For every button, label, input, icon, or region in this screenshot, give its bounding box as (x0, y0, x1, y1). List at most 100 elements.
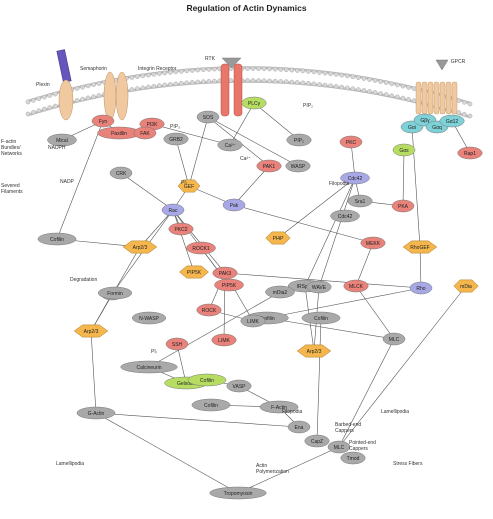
gpcr-helix (433, 81, 440, 115)
node-cofilin[interactable]: Cofilin (37, 232, 77, 246)
membrane-lipid-head (462, 99, 467, 105)
node-mlc[interactable]: MLC (327, 440, 351, 454)
node-sos[interactable]: SOS (196, 110, 220, 124)
node-arp2-3[interactable]: Arp2/3 (296, 344, 332, 358)
node-label: Tropomyosin (224, 491, 253, 497)
node-label: MLC (334, 445, 345, 451)
label-pi: PIᵢ (181, 180, 187, 186)
node-limk[interactable]: LIMK (211, 333, 237, 347)
node-pak3[interactable]: PAK3 (212, 266, 238, 280)
node-vasp[interactable]: VASP (226, 379, 252, 393)
membrane-lipid-head (245, 78, 250, 83)
membrane-lipid-head (283, 67, 289, 73)
node-label: WASP (291, 164, 306, 170)
node-arp2-3[interactable]: Arp2/3 (122, 240, 158, 254)
node-g-s[interactable]: Gαs (392, 143, 416, 157)
node-label: Rho (416, 286, 425, 292)
membrane-lipid-head (173, 69, 179, 75)
membrane-lipid-head (47, 93, 53, 98)
membrane-lipid-head (339, 84, 344, 90)
node-rap1[interactable]: Rap1 (457, 146, 483, 160)
membrane-lipid-head (462, 111, 467, 117)
node-label: PIP5K (187, 270, 202, 276)
label-rtk: RTK (205, 56, 216, 62)
pathway-edge (304, 177, 356, 287)
node-wave[interactable]: WAVE (306, 280, 332, 294)
node-grb2[interactable]: GRB2 (163, 132, 189, 146)
node-tmod[interactable]: Tmod (340, 451, 366, 465)
membrane-lipid-head (322, 82, 328, 88)
node-wasp[interactable]: WASP (285, 159, 311, 173)
node-arp2-3[interactable]: Arp2/3 (73, 324, 109, 338)
node-pi4p[interactable]: PI4P (265, 231, 291, 245)
membrane-lipid-head (201, 67, 206, 72)
node-pip5k[interactable]: PIP5K (214, 278, 244, 292)
label-gpcr: GPCR (451, 59, 466, 65)
node-rhogef[interactable]: RhoGEF (402, 240, 438, 254)
node-rac[interactable]: Rac (161, 203, 185, 217)
node-label: PIP5K (222, 283, 237, 289)
node-n-wasp[interactable]: N-WASP (131, 311, 167, 325)
node-ena[interactable]: Ena (287, 420, 311, 434)
membrane-lipid-head (256, 78, 261, 83)
pathway-edge (266, 287, 422, 319)
node-pip5k[interactable]: PIP5K (179, 265, 209, 279)
node-mdia[interactable]: mDia (453, 279, 479, 293)
node-gef[interactable]: GEF (177, 179, 201, 193)
node-label: CapZ (311, 439, 323, 445)
membrane-lipid-head (91, 94, 96, 100)
pathway-edge (95, 412, 239, 494)
node-rock1[interactable]: ROCK1 (186, 241, 216, 255)
node-pka[interactable]: PKA (391, 199, 415, 213)
node-formin[interactable]: Formin (97, 286, 133, 300)
node-label: F-Actin (271, 405, 287, 411)
membrane-lipid-head (272, 78, 278, 84)
label-ca: Ca²⁺ (240, 156, 251, 162)
node-fyn[interactable]: Fyn (91, 114, 115, 128)
node-pip-[interactable]: PIP₂ (286, 133, 312, 147)
node-pak[interactable]: Pak (222, 198, 246, 212)
label-lamellipodia: Lamellipodia (56, 461, 84, 467)
node-rock[interactable]: ROCK (196, 303, 222, 317)
node-plc-[interactable]: PLCγ (241, 96, 267, 110)
node-fak[interactable]: FAK (133, 126, 157, 140)
node-calcineurin[interactable]: Calcineurin (120, 360, 178, 374)
node-tropomyosin[interactable]: Tropomyosin (209, 486, 267, 500)
membrane-lipid-head (361, 88, 367, 93)
node-label: Gelsolin (177, 381, 195, 387)
node-rho[interactable]: Rho (409, 281, 433, 295)
node-capz[interactable]: CapZ (304, 434, 330, 448)
pathway-edge (233, 204, 374, 244)
node-ca-[interactable]: Ca²⁺ (217, 138, 243, 152)
membrane-lipid-head (151, 84, 157, 89)
pathway-edge (175, 138, 190, 187)
membrane-lipid-head (157, 83, 162, 88)
membrane-lipid-head (400, 83, 406, 89)
membrane-lipid-head (42, 94, 47, 100)
node-cofilin[interactable]: Cofilin (191, 398, 231, 412)
node-ssh[interactable]: SSH (165, 337, 189, 351)
node-mekk[interactable]: MEKK (360, 236, 386, 250)
node-mical[interactable]: Mical (47, 133, 77, 147)
membrane-lipid-head (389, 81, 395, 87)
node-mdia2[interactable]: mDia2 (265, 285, 295, 299)
node-mlck[interactable]: MLCK (343, 279, 369, 293)
node-sra1[interactable]: Sra1 (347, 194, 373, 208)
node-limk[interactable]: LIMK (240, 314, 266, 328)
node-pkc2[interactable]: PKC2 (168, 222, 194, 236)
node-cofilin[interactable]: Cofilin (301, 311, 341, 325)
node-g-actin[interactable]: G-Actin (76, 406, 116, 420)
node-pak1[interactable]: PAK1 (256, 159, 282, 173)
node-mlc[interactable]: MLC (382, 332, 406, 346)
node-pkc[interactable]: PKC (339, 135, 363, 149)
node-cofilin[interactable]: Cofilin (187, 373, 227, 387)
membrane-lipid-head (96, 81, 102, 86)
node-g-12[interactable]: Gα12 (439, 114, 465, 128)
node-cdc42[interactable]: Cdc42 (340, 171, 370, 185)
node-label: mDia2 (273, 290, 288, 296)
node-crk[interactable]: CRK (109, 166, 133, 180)
node-label: FAK (140, 131, 150, 137)
node-f-actin[interactable]: F-Actin (259, 400, 299, 414)
node-cdc42[interactable]: Cdc42 (330, 209, 360, 223)
